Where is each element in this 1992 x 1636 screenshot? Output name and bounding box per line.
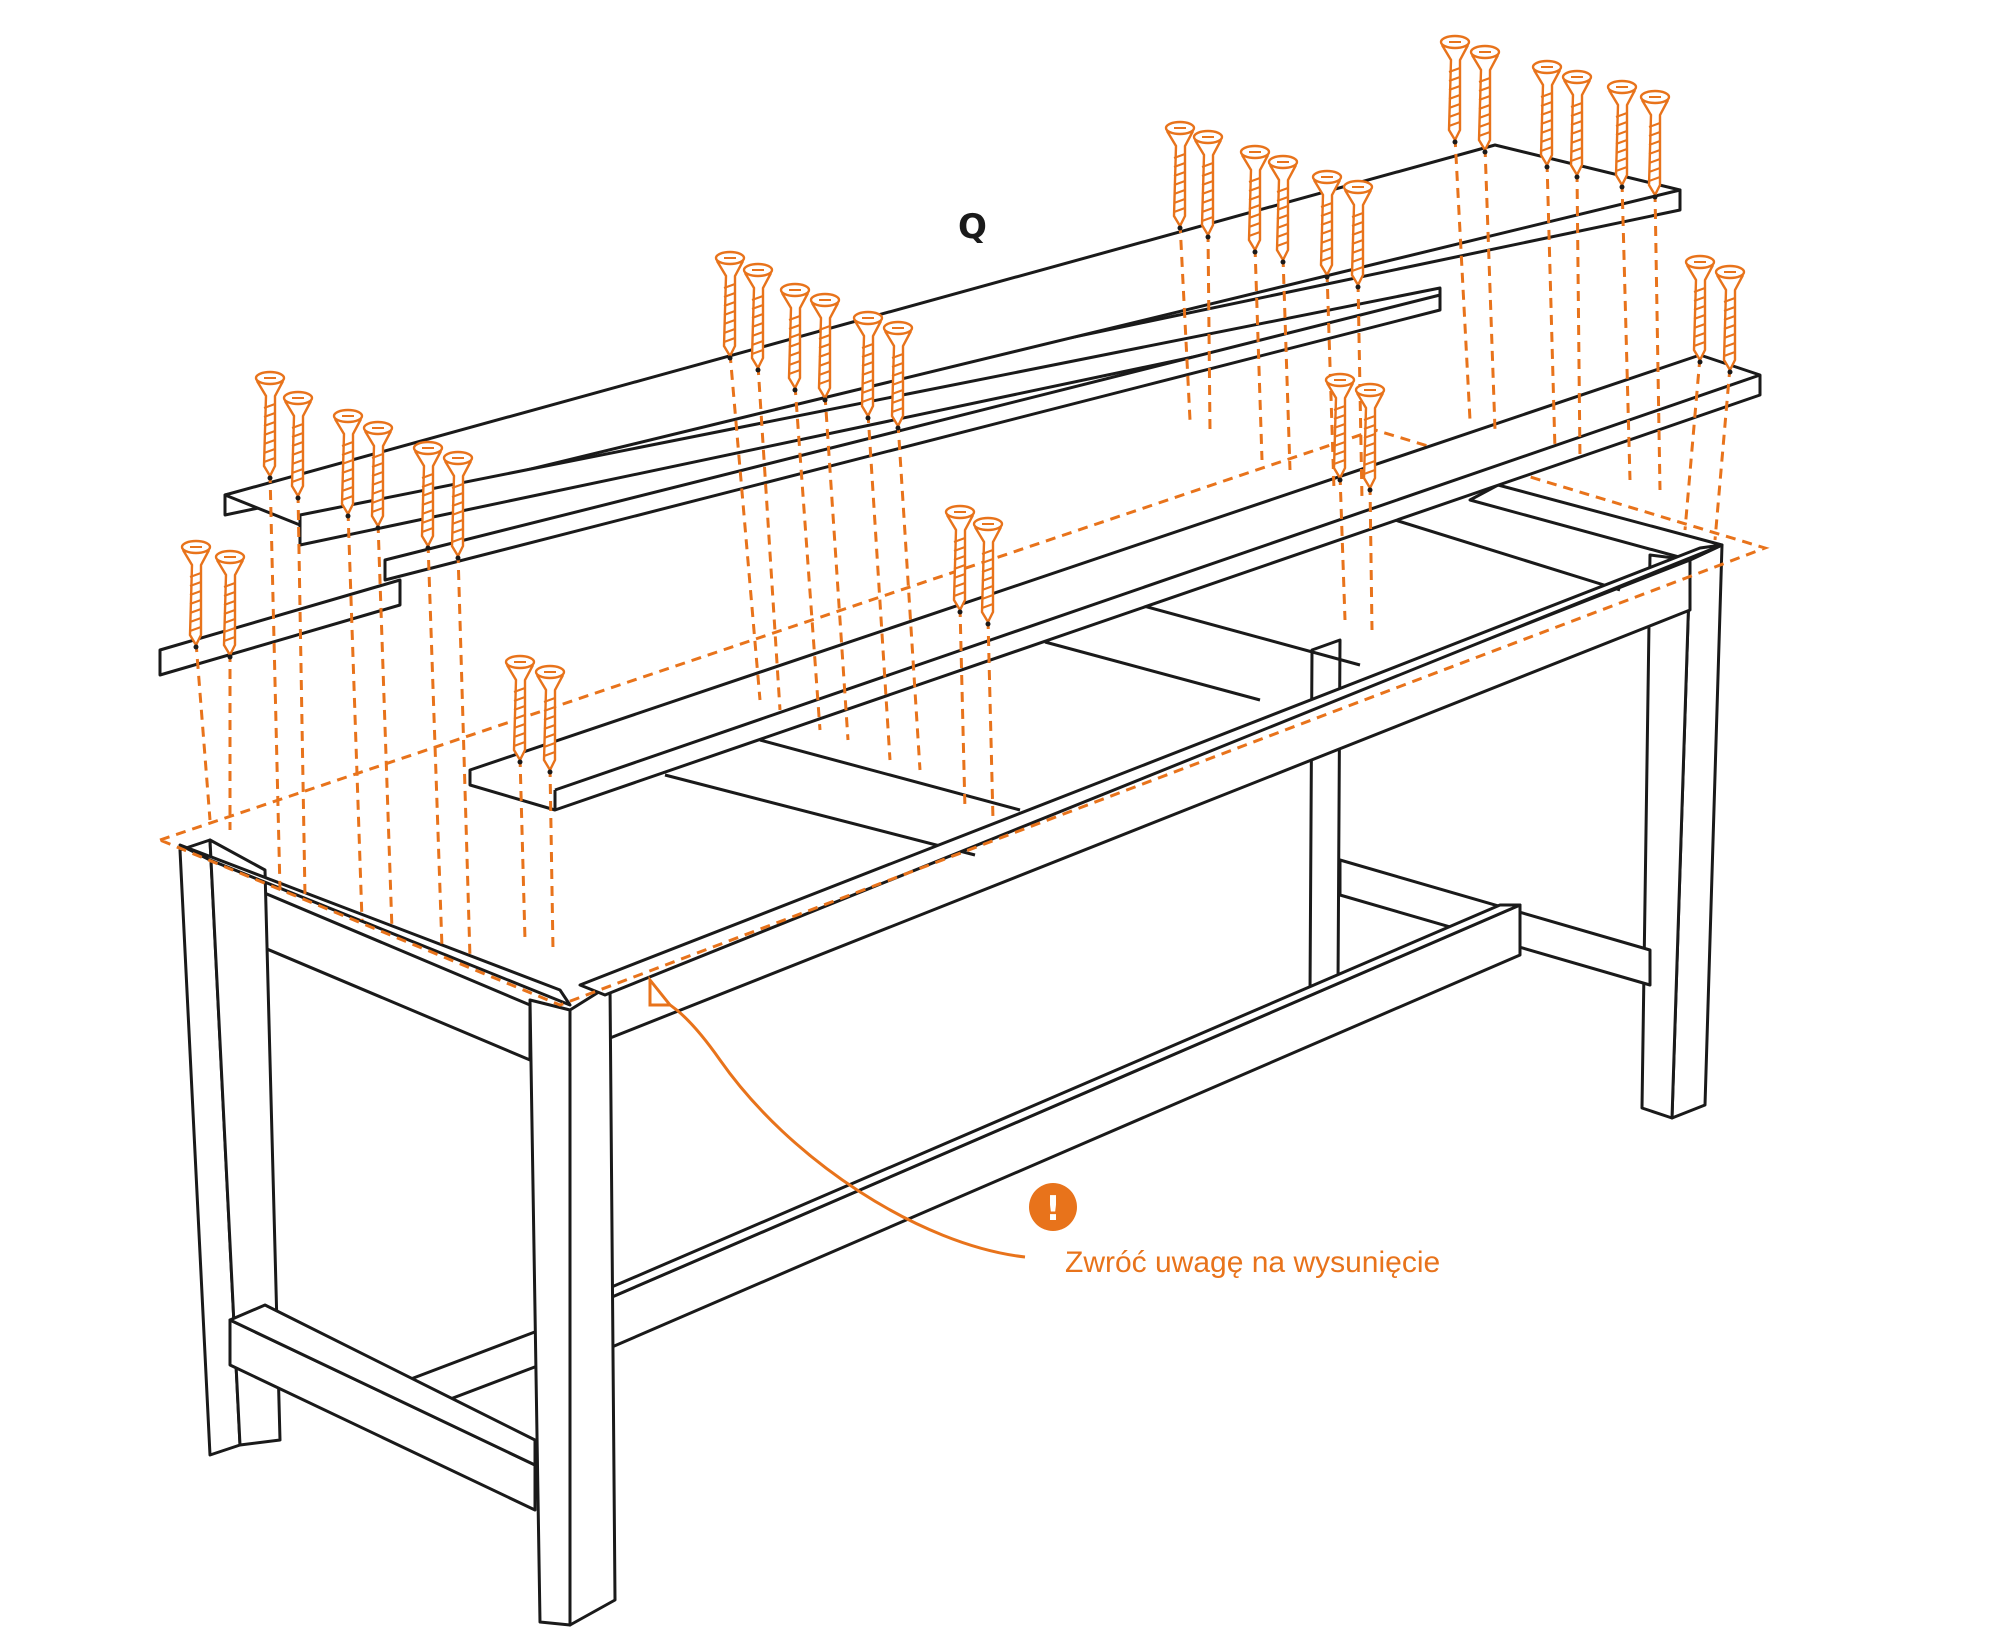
- screw-projection-line: [518, 756, 527, 941]
- wood-screw-icon: [972, 516, 1004, 627]
- screw-projection-line: [756, 364, 782, 711]
- screw-projection-line: [346, 510, 364, 921]
- wood-screw-icon: [534, 664, 566, 775]
- wood-screw-icon: [332, 408, 364, 519]
- wood-screw-icon: [1192, 129, 1224, 240]
- tabletop-outline: [155, 428, 1770, 1007]
- exclamation-circle-icon: !: [1029, 1183, 1077, 1231]
- wood-screw-icon: [779, 282, 811, 393]
- screw-projection-line: [456, 552, 472, 959]
- screw-projection-line: [1338, 474, 1347, 621]
- screw-projection-line: [1483, 146, 1497, 431]
- wood-screw-icon: [1311, 169, 1343, 280]
- callout-arrow: [649, 993, 1026, 1259]
- wood-screw-icon: [1239, 144, 1271, 255]
- screw-projection-line: [1653, 191, 1662, 491]
- screw-projection-line: [1453, 136, 1472, 421]
- wood-screw-icon: [282, 390, 314, 501]
- wood-screw-icon: [1267, 154, 1299, 265]
- wood-screw-icon: [1324, 372, 1356, 483]
- screw-projection-line: [728, 352, 762, 701]
- screw-projection-line: [793, 384, 822, 731]
- front-corner-leg-side: [568, 983, 617, 1627]
- screw-projection-line: [896, 422, 922, 771]
- wood-screw-icon: [1354, 382, 1386, 493]
- screw-projection-line: [1713, 366, 1732, 541]
- overhang-note: Zwróć uwagę na wysunięcie: [1065, 1246, 1440, 1279]
- screw-projection-line: [296, 492, 307, 897]
- wood-screw-icon: [1164, 120, 1196, 231]
- overhang-callout: [648, 975, 1026, 1259]
- left-short-board: [158, 578, 402, 677]
- screw-projection-line: [548, 766, 555, 951]
- wood-screw-icon: [1439, 34, 1471, 145]
- wood-screw-icon: [504, 654, 536, 765]
- wood-screw-icon: [809, 292, 841, 403]
- wood-screw-icon: [742, 262, 774, 373]
- screw-projection-guides: [194, 136, 1732, 959]
- middle-board-face: [383, 293, 1442, 582]
- screw-projection-line: [268, 472, 282, 891]
- wood-screw-icon: [882, 320, 914, 431]
- front-left-leg-side: [208, 838, 282, 1447]
- boards: [158, 143, 1762, 812]
- wood-screw-icon: [1684, 254, 1716, 365]
- wood-screw-icon: [412, 440, 444, 551]
- front-corner-leg: [528, 998, 572, 1627]
- screw-projection-line: [1575, 171, 1582, 461]
- screw-projection-line: [1253, 246, 1264, 461]
- wood-screw-icon: [1714, 264, 1746, 375]
- wood-screw-icon: [1342, 179, 1374, 290]
- screw-projection-line: [1368, 484, 1374, 631]
- screw-projection-line: [1545, 161, 1557, 451]
- wood-screw-icon: [944, 504, 976, 615]
- wood-screw-icon: [1469, 44, 1501, 155]
- wood-screw-icon: [254, 370, 286, 481]
- right-top-rail: [1468, 483, 1724, 562]
- wood-screw-icon: [362, 420, 394, 531]
- warning-symbol: !: [1045, 1189, 1061, 1229]
- wood-screw-icon: [180, 539, 212, 650]
- wood-screw-icon: [1561, 69, 1593, 180]
- wood-screw-icon: [1639, 89, 1671, 200]
- left-bottom-stretcher-top: [228, 1303, 537, 1467]
- wood-screw-icon: [1531, 59, 1563, 170]
- back-board-face: [223, 143, 1682, 527]
- screw-projection-line: [1281, 256, 1292, 471]
- top-frame-long: [578, 543, 1724, 997]
- wood-screw-icon: [852, 310, 884, 421]
- wood-screw-icon: [714, 250, 746, 361]
- screw-projection-line: [1683, 356, 1702, 531]
- wood-screw-icon: [442, 450, 474, 561]
- screws: [180, 34, 1746, 775]
- screw-projection-line: [194, 641, 212, 821]
- screw-projection-line: [823, 394, 850, 741]
- callout-arrowhead: [648, 975, 674, 1007]
- wood-screw-icon: [214, 549, 246, 660]
- screw-projection-line: [866, 412, 892, 761]
- part-label-q: Q: [958, 207, 987, 247]
- wood-screw-icon: [1606, 79, 1638, 190]
- cross-slats: [664, 518, 1621, 857]
